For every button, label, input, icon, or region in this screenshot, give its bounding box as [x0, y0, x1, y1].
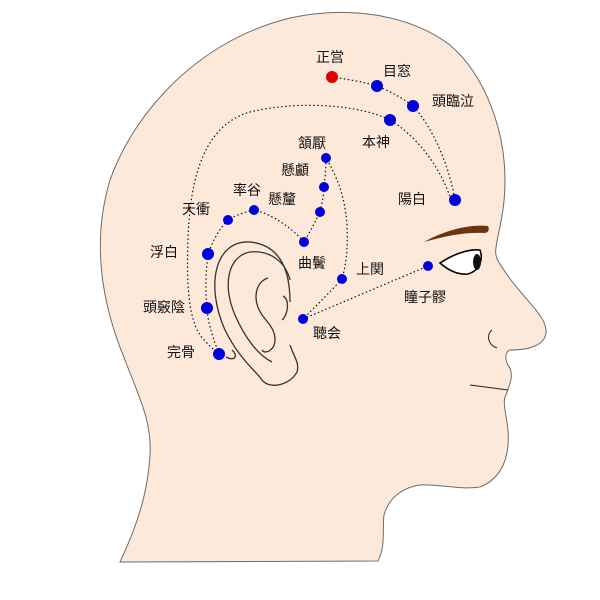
acupoint-label-shuaigu: 率谷 [233, 183, 261, 199]
acupoint-shuaigu [249, 205, 259, 215]
acupoint-toulinqi [407, 100, 419, 112]
acupoint-xuanlu [319, 182, 329, 192]
acupoint-label-muchuang: 目窓 [383, 64, 411, 80]
acupoint-muchuang [371, 80, 383, 92]
eyebrow [424, 225, 489, 242]
acupoint-yangbai [449, 194, 461, 206]
acupoint-label-touqiaoyin: 頭竅陰 [143, 300, 185, 316]
acupoint-label-hanyan: 頷厭 [298, 136, 326, 152]
ear [214, 241, 299, 386]
acupoint-label-tinghui: 聴会 [313, 326, 341, 342]
acupoint-label-benshen: 本神 [362, 135, 390, 151]
acupoint-label-zhengying: 正営 [316, 50, 344, 66]
acupoint-fubai [202, 248, 214, 260]
acupoint-label-xuanlu: 懸顱 [281, 163, 309, 179]
acupoint-wangu [213, 348, 225, 360]
acupoint-label-tongziliao: 瞳子髎 [404, 290, 446, 306]
acupoint-label-shangguan: 上関 [356, 262, 384, 278]
acupoint-touqiaoyin [201, 302, 213, 314]
acupoint-qubin [299, 237, 309, 247]
acupoint-hanyan [321, 153, 331, 163]
acupoint-label-yangbai: 陽白 [398, 192, 426, 208]
pupil [473, 254, 481, 270]
acupoint-tongziliao [423, 261, 433, 271]
nostril [488, 329, 498, 349]
acupoint-tianchong [223, 215, 233, 225]
acupoint-label-qubin: 曲鬢 [298, 256, 326, 272]
acupoint-label-xuanli: 懸釐 [268, 192, 296, 208]
acupoint-shangguan [337, 274, 347, 284]
acupoint-label-tianchong: 天衝 [182, 202, 210, 218]
mouth [469, 384, 509, 391]
acupoint-tinghui [298, 314, 308, 324]
meridian-paths [186, 76, 456, 355]
acupoint-benshen [384, 114, 396, 126]
acupoint-zhengying [326, 71, 338, 83]
acupoint-label-wangu: 完骨 [167, 345, 195, 361]
acupoint-label-fubai: 浮白 [150, 245, 178, 261]
acupoint-xuanli [315, 207, 325, 217]
acupoint-label-toulinqi: 頭臨泣 [432, 94, 474, 110]
head-outline [99, 11, 547, 563]
